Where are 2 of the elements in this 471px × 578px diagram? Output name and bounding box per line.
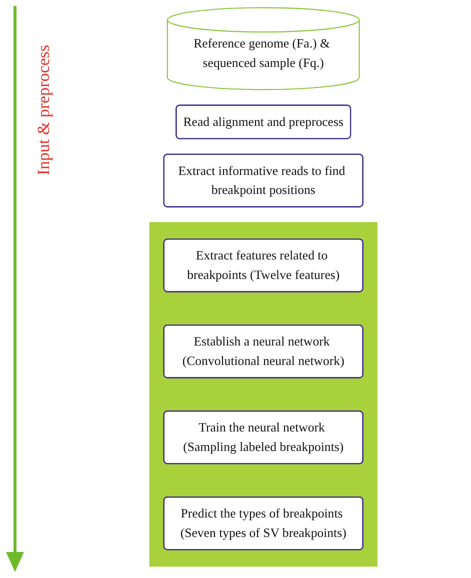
cluster (148, 222, 378, 567)
section-label: Input & preprocess (34, 44, 54, 178)
